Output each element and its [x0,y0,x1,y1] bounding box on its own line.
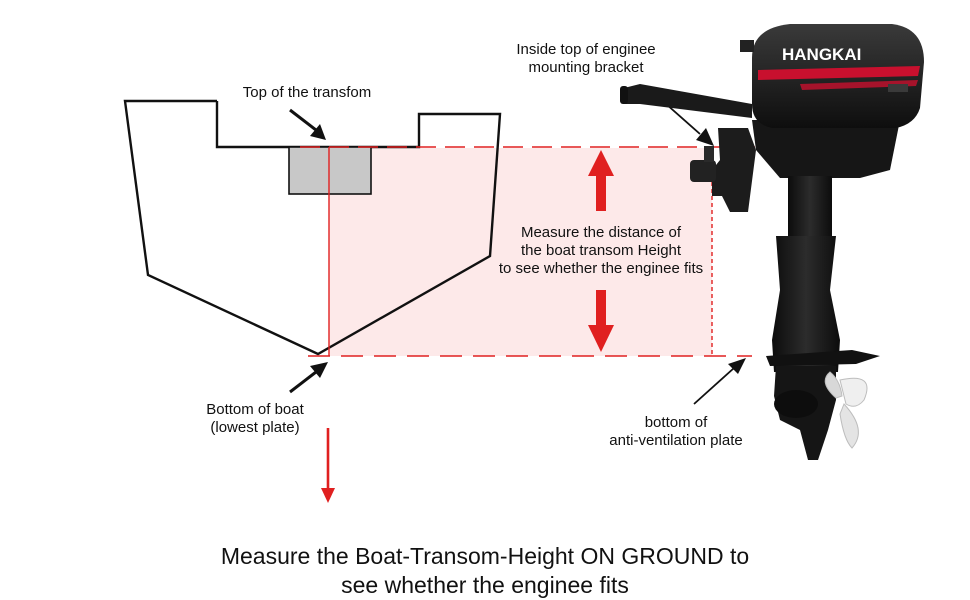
measurement-area [329,148,712,356]
caption-line-2: see whether the enginee fits [341,572,629,598]
label-line: Measure the distance of [520,224,682,241]
label-bottom-of-boat: Bottom of boat (lowest plate) [190,401,320,437]
gravity-arrow-icon [321,428,335,503]
engine-brand-logo: HANGKAI [782,45,861,64]
label-line: Bottom of boat [206,401,304,418]
pointer-arrow-bottom-boat-icon [289,362,328,394]
label-line: the boat transom Height [520,242,682,259]
label-line: Inside top of enginee [516,41,656,58]
outboard-engine-illustration [620,24,924,460]
caption-line-1: Measure the Boat-Transom-Height ON GROUN… [220,543,750,569]
pointer-arrow-top-transom-icon [289,108,326,140]
label-top-of-transom: Top of the transfom [222,84,392,102]
pointer-arrow-antiventilation-icon [693,358,746,405]
label-line: anti-ventilation plate [609,432,743,449]
label-line: to see whether the enginee fits [498,260,704,277]
label-text: Top of the transfom [242,84,372,101]
label-line: (lowest plate) [210,419,300,436]
label-bottom-antiventilation: bottom of anti-ventilation plate [592,414,760,450]
up-arrow-icon [588,150,614,211]
transom-block [288,146,372,195]
label-inside-top-bracket: Inside top of enginee mounting bracket [494,41,678,77]
down-arrow-icon [588,290,614,352]
label-measure-distance: Measure the distance of the boat transom… [478,224,724,278]
label-line: mounting bracket [528,59,644,76]
label-line: bottom of [644,414,708,431]
